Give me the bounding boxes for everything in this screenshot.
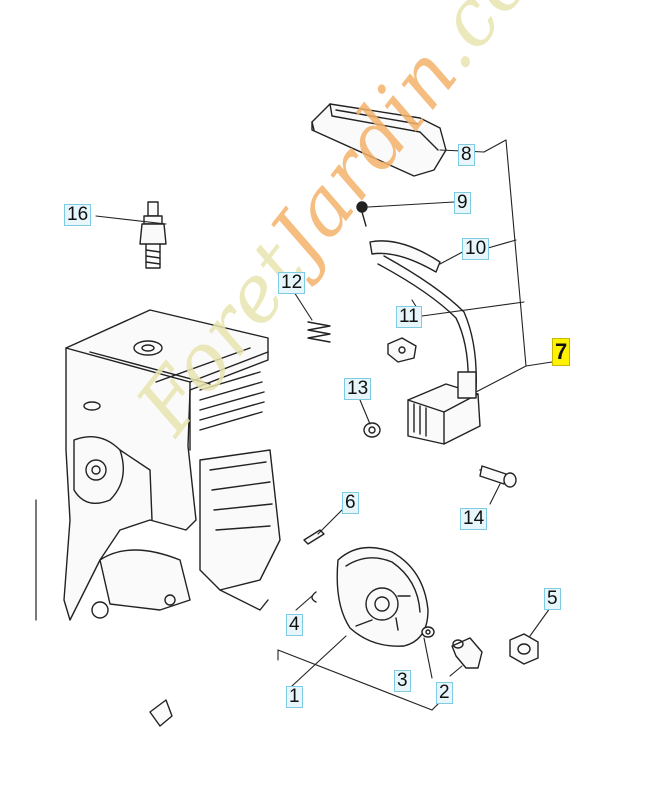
part-12-spring — [307, 321, 331, 343]
callout-5: 5 — [544, 588, 561, 610]
part-5-hex-nut — [509, 633, 539, 665]
part-6-pin — [303, 529, 325, 545]
part-14-bushing — [363, 422, 381, 438]
leader-lines — [95, 139, 553, 711]
callout-14: 13 — [344, 378, 372, 400]
part-2-pawl — [451, 637, 483, 669]
callout-13: 14 — [460, 508, 488, 530]
callout-11: 11 — [396, 306, 422, 328]
small-bracket-part — [149, 699, 173, 727]
callout-12: 12 — [278, 272, 306, 294]
callout-16: 16 — [64, 204, 92, 226]
part-8-filter-cover — [311, 103, 447, 177]
callout-2: 2 — [436, 682, 453, 704]
part-11-cable — [377, 255, 477, 391]
callout-8: 8 — [458, 144, 475, 166]
part-16-spark-plug — [139, 201, 167, 269]
callout-7: 7 — [552, 338, 571, 366]
part-4-clip — [311, 591, 317, 603]
callout-3: 3 — [394, 670, 411, 692]
engine-block — [63, 309, 281, 621]
callout-10: 10 — [462, 238, 490, 260]
callout-9: 9 — [454, 192, 471, 214]
part-9-screw — [356, 201, 368, 227]
callout-4: 4 — [286, 614, 303, 636]
callout-1: 1 — [286, 686, 303, 708]
part-7-ignition-coil — [407, 371, 481, 445]
part-13-bolt — [479, 465, 517, 488]
clip-part — [387, 337, 417, 363]
part-10-hose — [369, 240, 441, 273]
part-1-flywheel — [336, 546, 429, 647]
callout-6: 6 — [342, 492, 359, 514]
part-3-washer — [421, 626, 435, 638]
